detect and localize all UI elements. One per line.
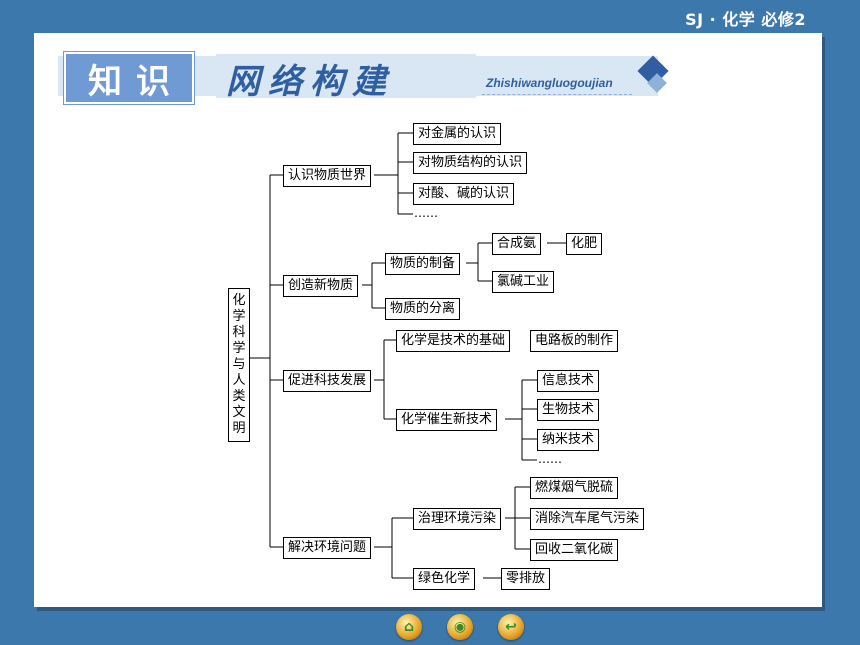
branch-create-matter: 创造新物质 xyxy=(283,275,359,297)
node-co2: 回收二氧化碳 xyxy=(530,539,619,561)
node-zero-emission: 零排放 xyxy=(501,568,551,590)
nav-bar: ⌂ ◉ ↩ xyxy=(396,614,524,642)
node-info-tech: 信息技术 xyxy=(537,370,600,392)
back-icon[interactable]: ↩ xyxy=(498,614,524,640)
node-structure: 对物质结构的认识 xyxy=(413,152,528,174)
banner-title-sub: 网络构建 xyxy=(226,62,394,102)
branch-tech-development: 促进科技发展 xyxy=(283,370,372,392)
node-tech-basis: 化学是技术的基础 xyxy=(396,330,511,352)
globe-icon[interactable]: ◉ xyxy=(447,614,473,640)
node-nano-tech: 纳米技术 xyxy=(537,429,600,451)
branch-understand-matter: 认识物质世界 xyxy=(283,165,372,187)
node-separation: 物质的分离 xyxy=(385,298,461,320)
node-pollution-control: 治理环境污染 xyxy=(413,508,502,530)
node-acids-bases: 对酸、碱的认识 xyxy=(413,183,515,205)
node-new-tech: 化学催生新技术 xyxy=(396,409,498,431)
banner-title-en: Zhishiwangluogoujian xyxy=(486,76,613,90)
b1-more: …… xyxy=(414,206,438,220)
node-exhaust: 消除汽车尾气污染 xyxy=(530,508,645,530)
node-desulfurization: 燃煤烟气脱硫 xyxy=(530,477,619,499)
node-chloralkali: 氯碱工业 xyxy=(492,271,555,293)
course-label: SJ · 化学 必修2 xyxy=(685,10,806,29)
banner-underline xyxy=(482,94,632,95)
node-ammonia: 合成氨 xyxy=(492,233,542,255)
node-pcb: 电路板的制作 xyxy=(530,330,619,352)
home-icon[interactable]: ⌂ xyxy=(396,614,422,640)
section-banner: 知识 网络构建 Zhishiwangluogoujian xyxy=(58,50,669,105)
branch-environment: 解决环境问题 xyxy=(283,537,372,559)
banner-sub-box xyxy=(216,54,476,98)
node-preparation: 物质的制备 xyxy=(385,253,461,275)
node-green-chem: 绿色化学 xyxy=(413,568,476,590)
node-metals: 对金属的认识 xyxy=(413,123,502,145)
node-bio-tech: 生物技术 xyxy=(537,399,600,421)
banner-title-main: 知识 xyxy=(88,61,184,102)
banner-title-box: 知识 xyxy=(63,51,195,105)
slide-card: 知识 网络构建 Zhishiwangluogoujian xyxy=(34,33,822,607)
b3-more: …… xyxy=(538,452,562,466)
node-fertilizer: 化肥 xyxy=(566,233,603,255)
root-node: 化学科学与人类文明 xyxy=(228,288,250,442)
